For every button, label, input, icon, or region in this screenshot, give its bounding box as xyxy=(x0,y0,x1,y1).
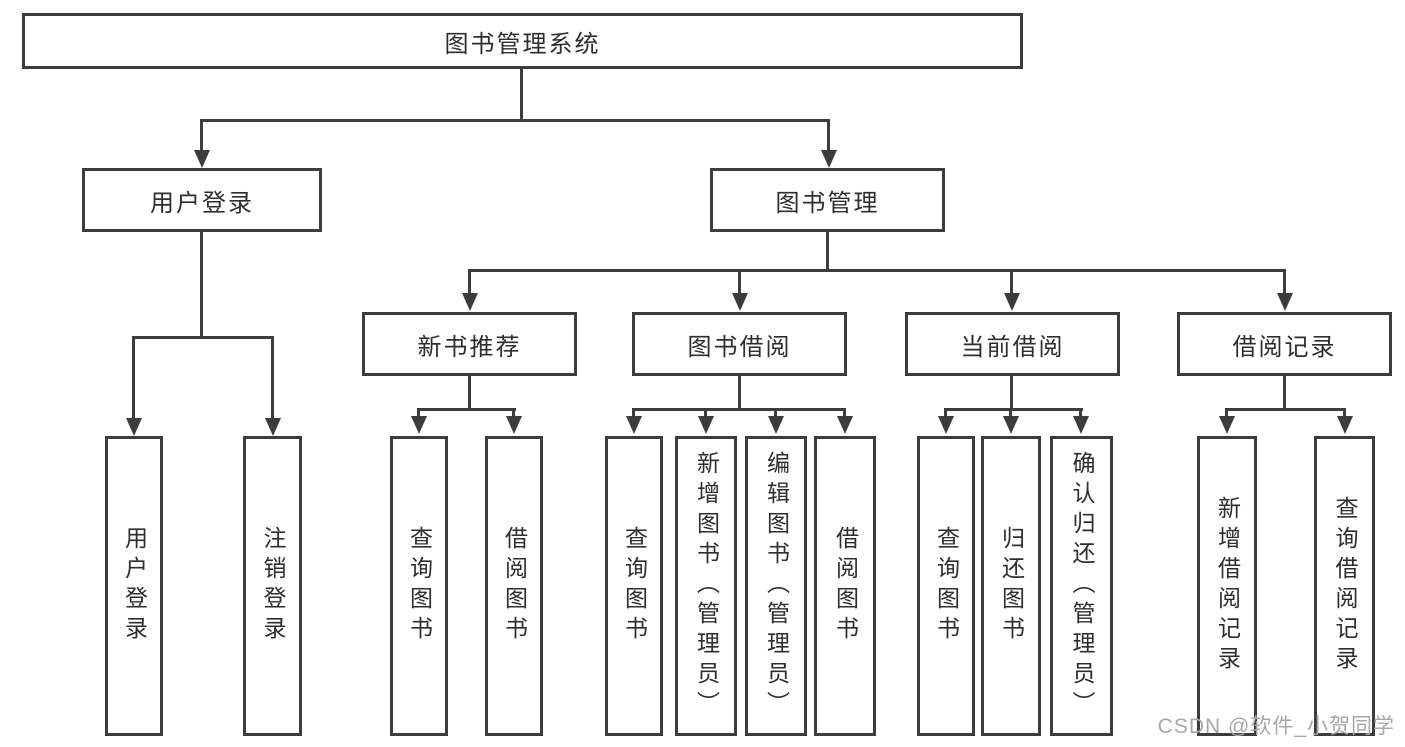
connector-line xyxy=(843,408,846,418)
connector-line xyxy=(271,336,274,418)
node-new-book-recommendation: 新书推荐 xyxy=(362,312,577,376)
arrowhead-down-icon xyxy=(194,150,210,168)
connector-line xyxy=(738,376,741,408)
arrowhead-down-icon xyxy=(411,416,427,434)
connector-line xyxy=(132,336,135,418)
node-current-borrowing: 当前借阅 xyxy=(905,312,1120,376)
node-book-borrowing: 图书借阅 xyxy=(632,312,847,376)
connector-line xyxy=(200,119,203,152)
node-user-login: 用户登录 xyxy=(82,168,322,232)
leaf-br-query-record: 查询借阅记录 xyxy=(1314,436,1375,736)
connector-line xyxy=(417,408,516,411)
leaf-nr-query-books: 查询图书 xyxy=(390,436,448,736)
connector-line xyxy=(1010,376,1013,408)
connector-line xyxy=(704,408,707,418)
arrowhead-down-icon xyxy=(126,418,142,436)
connector-line xyxy=(200,232,203,336)
leaf-bb-query-books: 查询图书 xyxy=(605,436,663,736)
leaf-nr-borrow-books: 借阅图书 xyxy=(485,436,543,736)
connector-line xyxy=(1225,408,1228,418)
arrowhead-down-icon xyxy=(1337,416,1353,434)
connector-line xyxy=(632,408,846,411)
node-library-management-system: 图书管理系统 xyxy=(22,13,1023,69)
connector-line xyxy=(944,408,1083,411)
leaf-cb-return-books: 归还图书 xyxy=(981,436,1041,736)
arrowhead-down-icon xyxy=(506,416,522,434)
leaf-cb-confirm-return-admin: 确认归还（管理员） xyxy=(1050,436,1113,736)
arrowhead-down-icon xyxy=(1003,416,1019,434)
arrowhead-down-icon xyxy=(462,293,478,311)
arrowhead-down-icon xyxy=(1004,293,1020,311)
connector-line xyxy=(774,408,777,418)
connector-line xyxy=(1009,408,1012,418)
node-book-management: 图书管理 xyxy=(710,168,945,232)
connector-line xyxy=(944,408,947,418)
leaf-bb-borrow-books: 借阅图书 xyxy=(814,436,876,736)
arrowhead-down-icon xyxy=(938,416,954,434)
arrowhead-down-icon xyxy=(265,418,281,436)
arrowhead-down-icon xyxy=(698,416,714,434)
connector-line xyxy=(827,119,830,152)
connector-line xyxy=(1283,376,1286,408)
connector-line xyxy=(826,232,829,269)
connector-line xyxy=(200,119,830,122)
leaf-br-add-record: 新增借阅记录 xyxy=(1197,436,1257,736)
arrowhead-down-icon xyxy=(1073,416,1089,434)
connector-line xyxy=(1283,269,1286,295)
arrowhead-down-icon xyxy=(837,416,853,434)
leaf-bb-edit-books-admin: 编辑图书（管理员） xyxy=(745,436,807,736)
connector-line xyxy=(1010,269,1013,295)
connector-line xyxy=(632,408,635,418)
connector-line xyxy=(512,408,515,418)
connector-line xyxy=(468,269,471,295)
connector-line xyxy=(468,269,1286,272)
arrowhead-down-icon xyxy=(768,416,784,434)
connector-line xyxy=(738,269,741,295)
arrowhead-down-icon xyxy=(732,293,748,311)
leaf-user-login: 用户登录 xyxy=(105,436,163,736)
arrowhead-down-icon xyxy=(626,416,642,434)
connector-line xyxy=(520,69,523,119)
connector-line xyxy=(1343,408,1346,418)
watermark: CSDN @软件_小贺同学 xyxy=(1157,715,1395,738)
leaf-logout: 注销登录 xyxy=(243,436,302,736)
node-borrowing-records: 借阅记录 xyxy=(1177,312,1392,376)
arrowhead-down-icon xyxy=(1277,293,1293,311)
connector-line xyxy=(132,336,274,339)
arrowhead-down-icon xyxy=(1219,416,1235,434)
connector-line xyxy=(1079,408,1082,418)
connector-line xyxy=(417,408,420,418)
connector-line xyxy=(1225,408,1346,411)
leaf-bb-add-books-admin: 新增图书（管理员） xyxy=(675,436,737,736)
arrowhead-down-icon xyxy=(821,150,837,168)
leaf-cb-query-books: 查询图书 xyxy=(917,436,975,736)
connector-line xyxy=(468,376,471,408)
